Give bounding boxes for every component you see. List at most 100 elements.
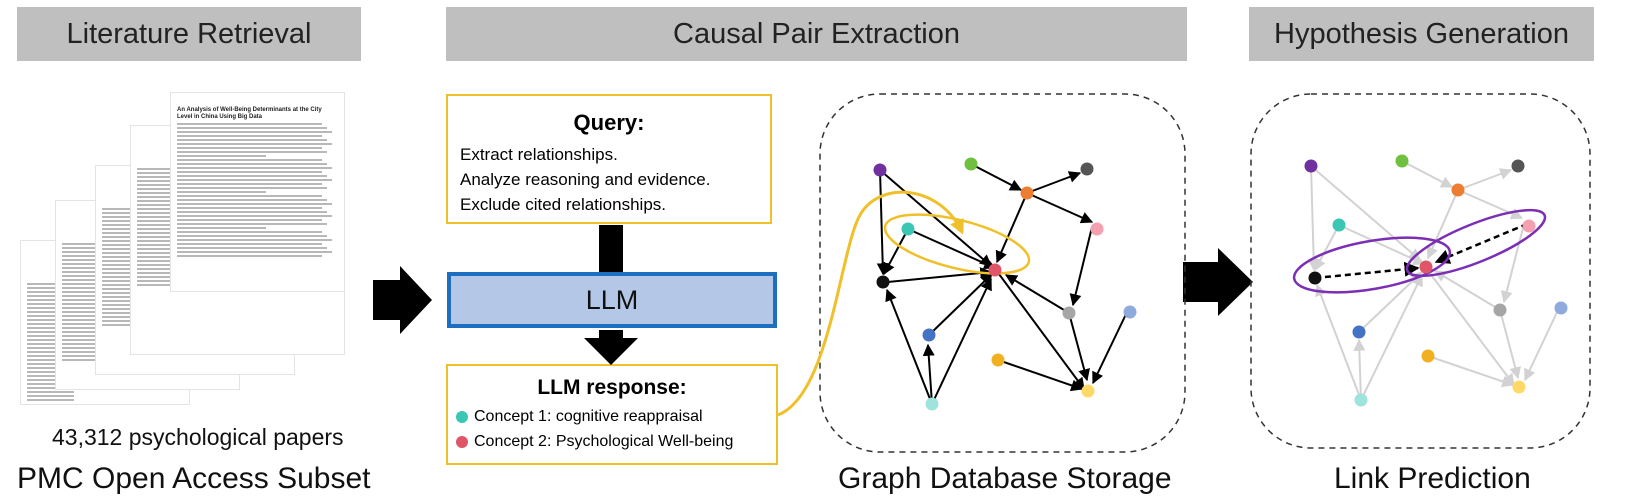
paper-text-line: [137, 268, 198, 270]
paper-text-line: [177, 235, 327, 237]
stage-header-generation: Hypothesis Generation: [1249, 7, 1594, 61]
paper-text-line: [137, 212, 198, 214]
paper-text-line: [27, 283, 74, 285]
highlight-ellipse: [883, 213, 1031, 275]
paper-text-line: [102, 280, 158, 282]
paper-text-line: [27, 343, 74, 345]
paper-text-line: [102, 304, 158, 306]
paper-text-line: [177, 183, 322, 185]
paper-text-line: [102, 284, 158, 286]
paper-text-line: [137, 232, 198, 234]
paper-text-line: [27, 319, 74, 321]
paper-text-line: [102, 248, 158, 250]
graph-db-container: [819, 93, 1186, 453]
paper-text-line: [27, 387, 74, 389]
paper-text-line: [102, 256, 158, 258]
llm-to-response-arrow: [584, 330, 638, 365]
paper-text-line: [177, 223, 327, 225]
paper-page-front: An Analysis of Well-Being Determinants a…: [170, 92, 345, 292]
paper-text-line: [27, 391, 74, 393]
paper-text-line: [137, 244, 198, 246]
paper-text-line: [137, 256, 198, 258]
paper-text-line: [177, 179, 332, 181]
response-concept-2: Concept 2: Psychological Well-being: [456, 429, 768, 454]
response-concept-1: Concept 1: cognitive reappraisal: [456, 404, 768, 429]
paper-text-line: [177, 187, 327, 189]
paper-text-line: [137, 236, 198, 238]
prediction-nodes: [1304, 154, 1568, 407]
llm-label: LLM: [585, 284, 639, 315]
paper-title: An Analysis of Well-Being Determinants a…: [177, 107, 322, 120]
paper-text-line: [177, 167, 332, 169]
paper-text-line: [137, 264, 198, 266]
paper-text-line: [27, 359, 74, 361]
paper-text-line: [177, 131, 332, 133]
paper-text-line: [102, 252, 158, 254]
stage-header-extraction: Causal Pair Extraction: [446, 7, 1187, 61]
paper-text-line: [102, 308, 158, 310]
concept-2-dot: [456, 435, 468, 448]
paper-text-line: [27, 323, 74, 325]
paper-text-line: [62, 303, 114, 305]
paper-text-line: [137, 228, 198, 230]
paper-text-line: [62, 275, 114, 277]
paper-text-line: [27, 399, 74, 401]
paper-text-line: [102, 232, 158, 234]
paper-text-line: [62, 343, 114, 345]
paper-text-line: [102, 268, 158, 270]
paper-text-line: [27, 335, 74, 337]
paper-text-line: [102, 312, 158, 314]
paper-text-line: [62, 307, 114, 309]
paper-text-line: [137, 192, 198, 194]
stage-label: Causal Pair Extraction: [673, 17, 960, 50]
paper-text-line: [62, 243, 114, 245]
paper-text-line: [102, 296, 158, 298]
paper-text-line: [177, 203, 332, 205]
response-title: LLM response:: [537, 376, 687, 399]
graph-edges: [876, 163, 1129, 405]
paper-text-line: [27, 383, 74, 385]
paper-text-line: [62, 287, 114, 289]
stage-label: Hypothesis Generation: [1274, 17, 1569, 50]
paper-text-line: [177, 191, 266, 193]
paper-text-line: [137, 260, 198, 262]
paper-text-line: [62, 271, 114, 273]
query-line: Extract relationships.: [460, 145, 618, 164]
paper-text-line: [27, 367, 74, 369]
paper-text-line: [137, 196, 198, 198]
paper-text-line: [137, 188, 198, 190]
paper-text-line: [102, 220, 158, 222]
paper-text-line: [62, 259, 114, 261]
paper-text-line: [177, 199, 327, 201]
paper-text-line: [27, 299, 74, 301]
paper-text-line: [137, 224, 198, 226]
paper-text-line: [62, 351, 114, 353]
paper-text-line: [102, 324, 158, 326]
paper-text-line: [62, 323, 114, 325]
paper-count: 43,312 psychological papers: [52, 424, 344, 450]
concept-1-dot: [456, 410, 468, 423]
predicted-links: [1314, 222, 1528, 280]
prediction-ellipse-left: [1292, 236, 1452, 294]
source-caption: PMC Open Access Subset: [17, 462, 371, 495]
paper-text-line: [62, 359, 114, 361]
paper-text-line: [137, 204, 198, 206]
paper-text-line: [62, 263, 114, 265]
paper-text-line: [177, 163, 327, 165]
paper-text-line: [62, 267, 114, 269]
paper-text-line: [137, 180, 198, 182]
paper-text-line: [62, 255, 114, 257]
paper-text-line: [177, 243, 322, 245]
paper-text-line: [27, 355, 74, 357]
paper-text-line: [62, 283, 114, 285]
paper-text-line: [177, 215, 332, 217]
link-prediction-container: [1250, 93, 1591, 449]
paper-text-line: [177, 127, 327, 129]
paper-text-line: [27, 287, 74, 289]
paper-text-line: [102, 264, 158, 266]
paper-text-line: [102, 316, 158, 318]
paper-text-line: [177, 207, 322, 209]
query-box: Query: Extract relationships. Analyze re…: [446, 94, 772, 224]
graph-nodes: [873, 157, 1137, 411]
paper-text-line: [102, 216, 158, 218]
